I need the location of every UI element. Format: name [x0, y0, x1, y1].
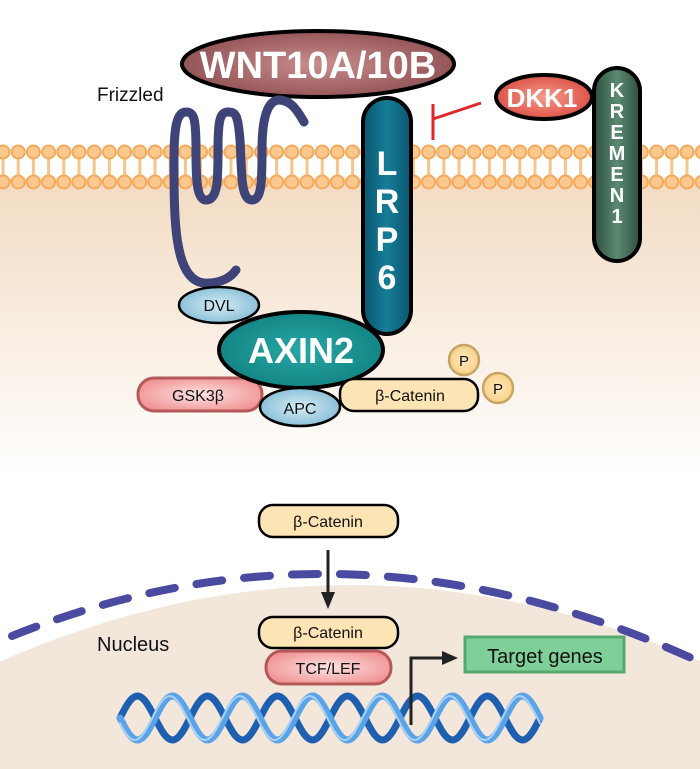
beta-catenin-nucleus-label: β-Catenin: [293, 625, 363, 642]
target-genes-label: Target genes: [487, 646, 603, 668]
frizzled-receptor: [169, 95, 309, 288]
beta-catenin-cytoplasm: β-Catenin: [257, 503, 400, 539]
dkk1-inhibition-arrow: [431, 101, 482, 140]
nucleus-label: Nucleus: [97, 634, 169, 656]
translocation-arrow: [321, 550, 335, 609]
phosphate-1-label: P: [459, 353, 469, 370]
beta-catenin-destruction-complex: β-Catenin: [338, 377, 480, 413]
dvl-label: DVL: [203, 298, 234, 315]
target-genes: Target genes: [463, 635, 626, 674]
phosphate-2: P: [481, 371, 515, 405]
kremen-letter: 1: [611, 206, 622, 228]
kremen-letter: E: [610, 122, 623, 144]
dna-helix: [116, 692, 544, 744]
beta-catenin-nucleus: β-Catenin: [257, 615, 400, 650]
dna-strand: [119, 694, 541, 742]
dna-strand: [116, 692, 544, 744]
lrp6-letter: R: [375, 183, 400, 221]
kremen-letter: M: [609, 143, 626, 165]
phosphate-2-label: P: [493, 381, 503, 398]
beta-catenin-complex-label: β-Catenin: [375, 388, 445, 405]
kremen-letter: K: [610, 80, 625, 102]
dvl: DVL: [177, 285, 261, 325]
axin2: AXIN2: [217, 310, 385, 390]
lrp6-letter: 6: [378, 259, 397, 297]
transcription-arrow: [409, 651, 458, 725]
gsk3b-label: GSK3β: [172, 388, 224, 405]
apc-label: APC: [284, 401, 317, 418]
dkk1: DKK1: [494, 73, 594, 121]
gsk3b: GSK3β: [136, 376, 264, 413]
tcf-lef-label: TCF/LEF: [296, 661, 361, 678]
wnt10a-10b-ligand: WNT10A/10B: [180, 29, 456, 99]
lrp6-letter: P: [376, 221, 399, 259]
phosphate-1: P: [447, 343, 481, 377]
kremen-letter: R: [610, 101, 625, 123]
tcf-lef: TCF/LEF: [264, 649, 393, 686]
axin2-label: AXIN2: [248, 330, 354, 371]
frizzled-label: Frizzled: [97, 85, 164, 106]
apc: APC: [258, 386, 342, 428]
dkk1-label: DKK1: [507, 83, 578, 113]
kremen-letter: N: [610, 185, 624, 207]
nuclear-envelope: [8, 569, 700, 666]
wnt-label: WNT10A/10B: [200, 45, 437, 87]
kremen-letter: E: [610, 164, 623, 186]
lrp6-letter: L: [377, 145, 398, 183]
beta-catenin-cytoplasm-label: β-Catenin: [293, 514, 363, 531]
